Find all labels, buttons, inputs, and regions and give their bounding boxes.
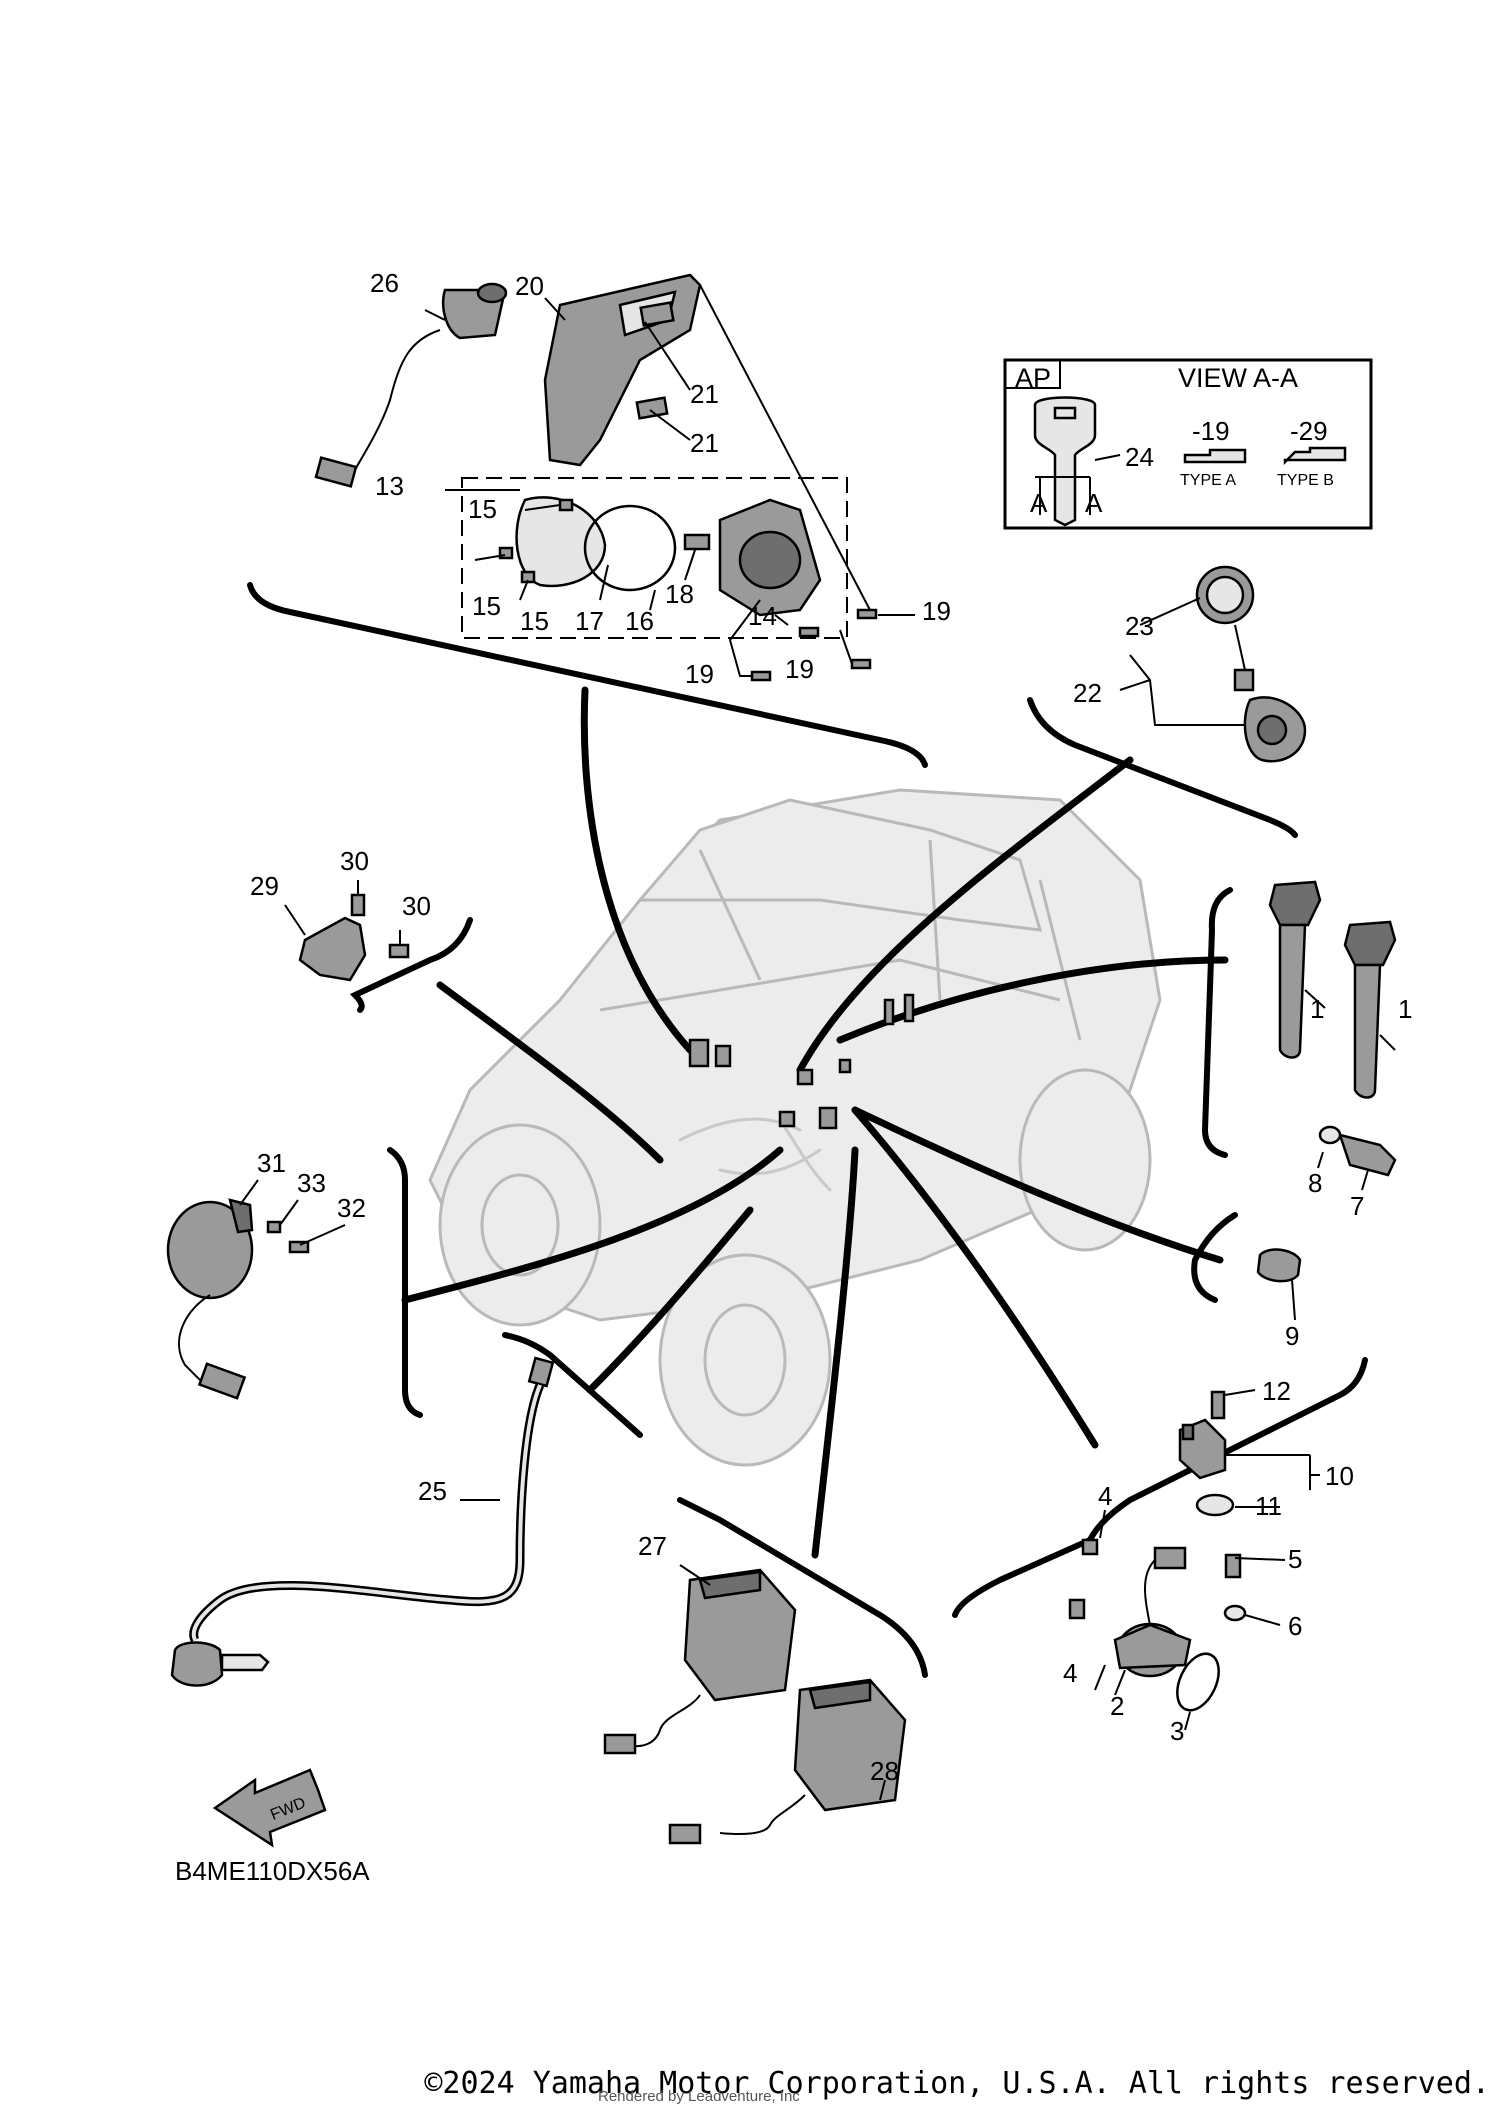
callout-30a: 30 — [340, 846, 369, 876]
callout-33: 33 — [297, 1168, 326, 1198]
callout-30b: 30 — [402, 891, 431, 921]
callout-21a: 21 — [690, 379, 719, 409]
callout-labels: 26 20 21 21 13 15 15 15 17 16 18 14 19 1… — [175, 268, 1412, 1886]
callout-10: 10 — [1325, 1461, 1354, 1491]
callout-9: 9 — [1285, 1321, 1299, 1351]
callout-15b: 15 — [472, 591, 501, 621]
view-aa-box — [1003, 358, 1373, 530]
horn-31 — [166, 1179, 346, 1400]
callout-19c: 19 — [785, 654, 814, 684]
callout-24: 24 — [1125, 442, 1154, 472]
sensor-10 — [1178, 1389, 1320, 1517]
callout-29: 29 — [250, 871, 279, 901]
callout-13: 13 — [375, 471, 404, 501]
fwd-arrow-icon: FWD — [212, 1768, 327, 1848]
callout-2: 2 — [1110, 1691, 1124, 1721]
view-ap-label: AP — [1015, 363, 1051, 393]
group-brackets — [247, 582, 1368, 1678]
callout-19b: 19 — [685, 659, 714, 689]
callout-31: 31 — [257, 1148, 286, 1178]
callout-3: 3 — [1170, 1716, 1184, 1746]
type-a-label: TYPE A — [1180, 472, 1236, 489]
type-b-label: TYPE B — [1277, 472, 1334, 489]
callout-19a: 19 — [922, 596, 951, 626]
callout-18: 18 — [665, 579, 694, 609]
callout-12: 12 — [1262, 1376, 1291, 1406]
callout-22: 22 — [1073, 678, 1102, 708]
copyright-footer: ©2024 Yamaha Motor Corporation, U.S.A. A… — [0, 2066, 1500, 2101]
callout-4a: 4 — [1098, 1481, 1112, 1511]
callout-5: 5 — [1288, 1544, 1302, 1574]
callout-26: 26 — [370, 268, 399, 298]
main-switch-assembly — [1119, 565, 1307, 763]
callout-23: 23 — [1125, 611, 1154, 641]
callout-21b: 21 — [690, 428, 719, 458]
diagram-code: B4ME110DX56A — [175, 1856, 370, 1886]
callout-4b: 4 — [1063, 1658, 1077, 1688]
sensor-2 — [1068, 1509, 1286, 1731]
vehicle-silhouette — [428, 788, 1162, 1467]
leader-wires — [401, 686, 1229, 1559]
section-a-left: A — [1030, 488, 1048, 518]
callout-27: 27 — [638, 1531, 667, 1561]
callout-7: 7 — [1350, 1191, 1364, 1221]
callout-28: 28 — [870, 1756, 899, 1786]
sensor-29 — [284, 880, 410, 982]
type-a-ref: -19 — [1192, 416, 1230, 446]
rendered-by-text: Rendered by Leadventure, Inc — [598, 2088, 800, 2105]
callout-1b: 1 — [1398, 994, 1412, 1024]
ignition-coils — [1256, 880, 1397, 1321]
view-title: VIEW A-A — [1178, 363, 1298, 393]
copyright-text: ©2024 Yamaha Motor Corporation, U.S.A. A… — [424, 2066, 1490, 2101]
callout-14: 14 — [748, 601, 777, 631]
type-b-ref: -29 — [1290, 416, 1328, 446]
callout-25: 25 — [418, 1476, 447, 1506]
section-a-right: A — [1085, 488, 1103, 518]
sensor-25 — [170, 1356, 555, 1687]
callout-15c: 15 — [520, 606, 549, 636]
vehicle-parts — [688, 993, 915, 1130]
ecu-bracket-assembly — [314, 273, 915, 682]
callout-17: 17 — [575, 606, 604, 636]
callout-11: 11 — [1255, 1491, 1282, 1521]
callout-32: 32 — [337, 1193, 366, 1223]
callout-1a: 1 — [1310, 994, 1324, 1024]
callout-8: 8 — [1308, 1168, 1322, 1198]
relay-27-28 — [603, 1564, 907, 1845]
callout-16: 16 — [625, 606, 654, 636]
callout-20: 20 — [515, 271, 544, 301]
callout-15a: 15 — [468, 494, 497, 524]
callout-6: 6 — [1288, 1611, 1302, 1641]
